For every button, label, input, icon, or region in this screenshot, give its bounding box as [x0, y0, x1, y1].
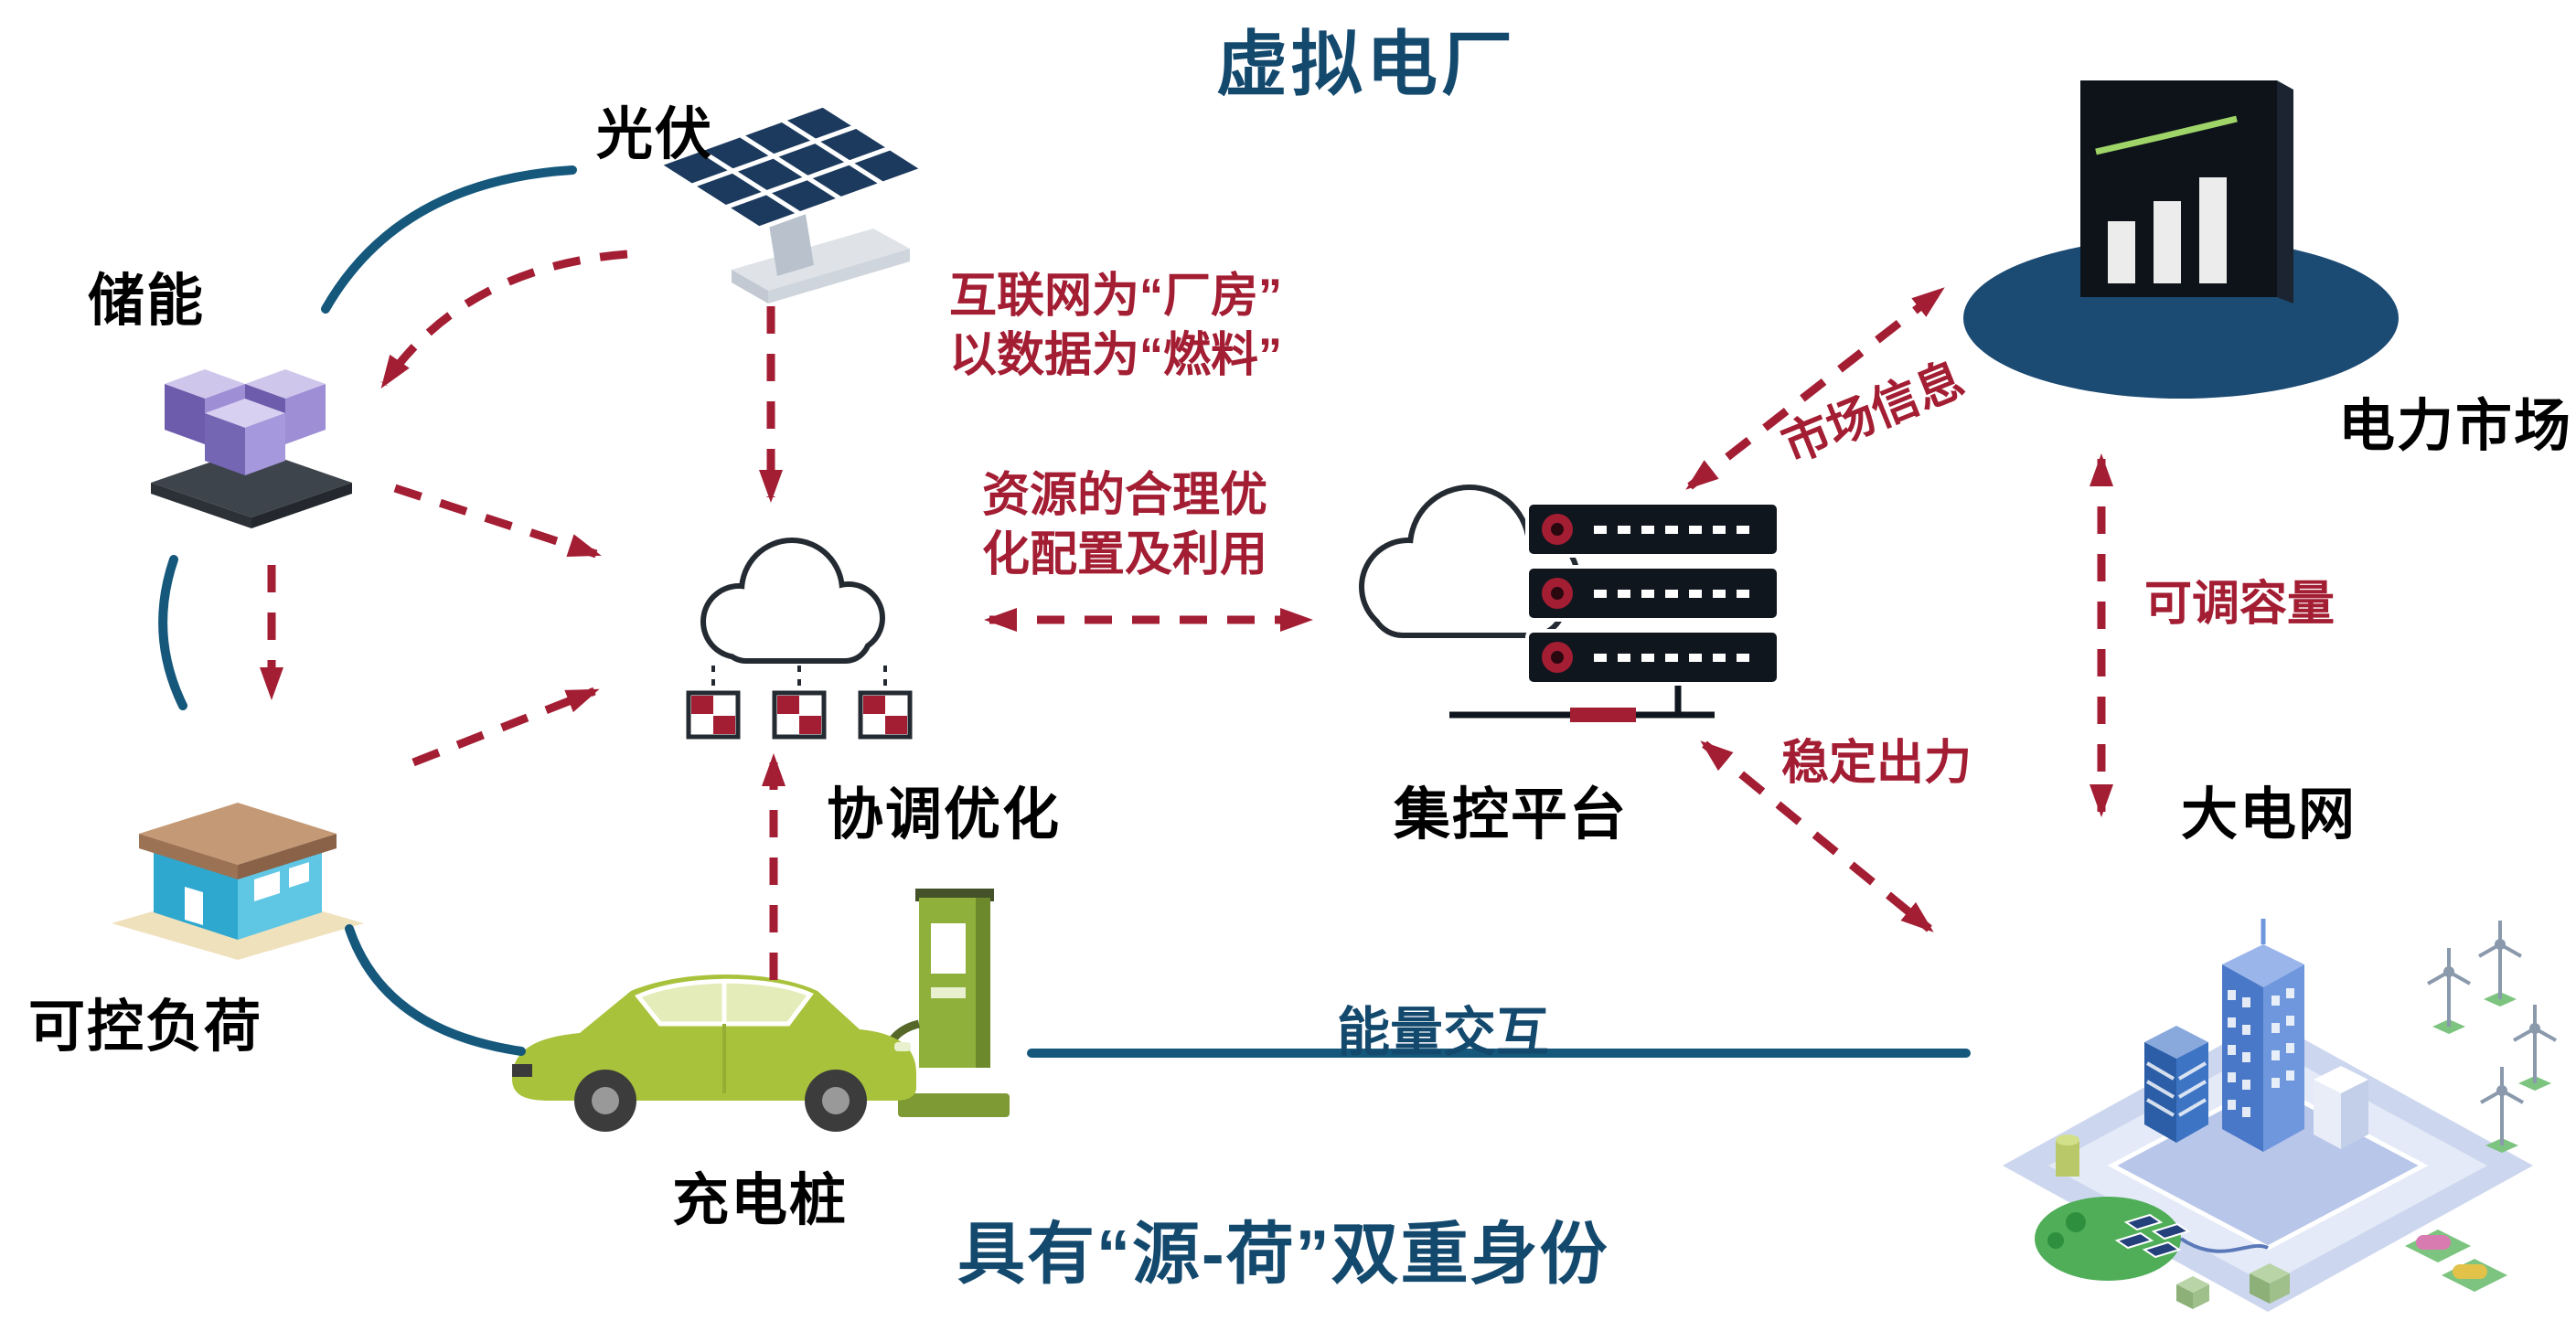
- charging-pile-icon: [882, 889, 1010, 1117]
- power-market-label: 电力市场: [2338, 395, 2573, 458]
- main-grid-label: 大电网: [2181, 783, 2357, 847]
- battery-storage-icon: [137, 329, 366, 544]
- server-rack: [1525, 501, 1780, 686]
- tall-building: [2222, 919, 2304, 1152]
- data-container-boxes: [686, 690, 913, 740]
- server-cloud-icon: [1321, 468, 1806, 742]
- storage-label: 储能: [88, 270, 206, 333]
- page-title: 虚拟电厂: [1216, 24, 1517, 104]
- house-icon: [101, 742, 375, 975]
- stable-output-note: 稳定出力: [1781, 737, 1972, 790]
- ev-car-charging-icon: [496, 885, 1026, 1164]
- market-info-note: 市场信息: [1775, 352, 1972, 474]
- arrow-storage-to-coordination: [393, 484, 602, 559]
- wind-turbines: [2427, 921, 2557, 1153]
- solar-panel-icon: [631, 91, 933, 325]
- city-grid-icon: [1948, 809, 2576, 1339]
- solar-facade-building: [2144, 1026, 2208, 1143]
- ev-car-body: [512, 975, 916, 1132]
- link-storage-pv: [321, 165, 577, 314]
- arrow-pv-to-storage: [380, 250, 628, 389]
- market-chart-icon: [1957, 64, 2405, 411]
- adjustable-capacity-note: 可调容量: [2144, 578, 2336, 631]
- mini-cars: [2405, 1230, 2507, 1292]
- energy-exchange-note: 能量交互: [1337, 1003, 1550, 1062]
- controllable-load-label: 可控负荷: [28, 996, 263, 1059]
- link-storage-load: [158, 555, 187, 710]
- pv-label: 光伏: [596, 103, 714, 166]
- internet-note: 互联网为“厂房” 以数据为“燃料”: [948, 270, 1282, 382]
- charging-pile-label: 充电桩: [672, 1169, 849, 1232]
- control-platform-label: 集控平台: [1394, 783, 1629, 847]
- arrow-load-to-coordination: [412, 687, 600, 767]
- coordination-label: 协调优化: [827, 783, 1062, 847]
- coordination-cloud-icon: [677, 505, 924, 770]
- white-building: [2314, 1066, 2368, 1149]
- dual-identity-note: 具有“源-荷”双重身份: [957, 1216, 1609, 1292]
- resource-note: 资源的合理优 化配置及利用: [981, 469, 1267, 581]
